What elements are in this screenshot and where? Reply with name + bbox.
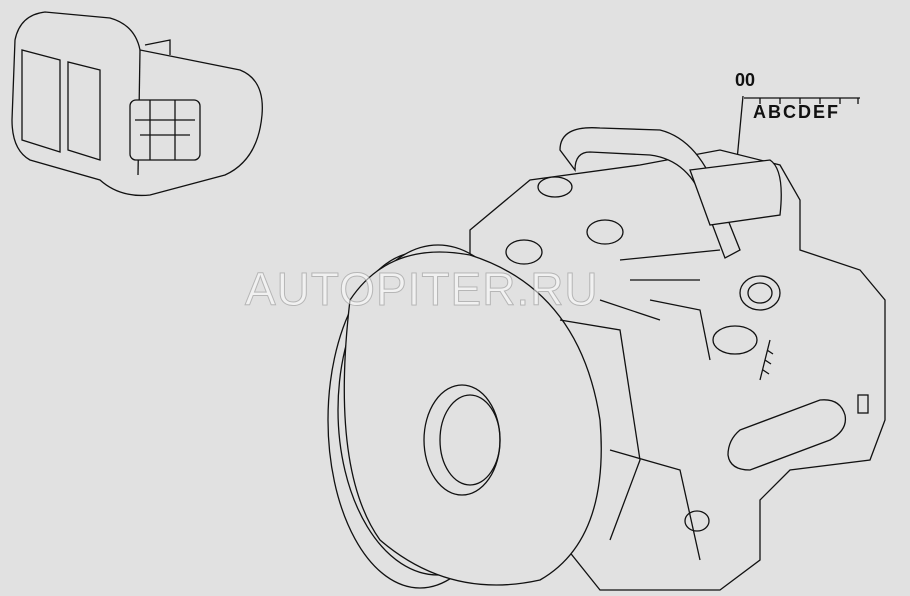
callout-variants: ABCDEF (753, 102, 840, 122)
engine (327, 127, 886, 591)
flywheel-hub (423, 384, 501, 496)
callout-code: 00 (735, 70, 756, 90)
callout-leader (736, 95, 860, 161)
inset-engine (129, 99, 201, 161)
turbo-outlet (739, 275, 781, 311)
watermark: AUTOPITER.RU (245, 263, 599, 316)
excavator-inset (11, 11, 263, 197)
oil-cap (586, 219, 624, 245)
